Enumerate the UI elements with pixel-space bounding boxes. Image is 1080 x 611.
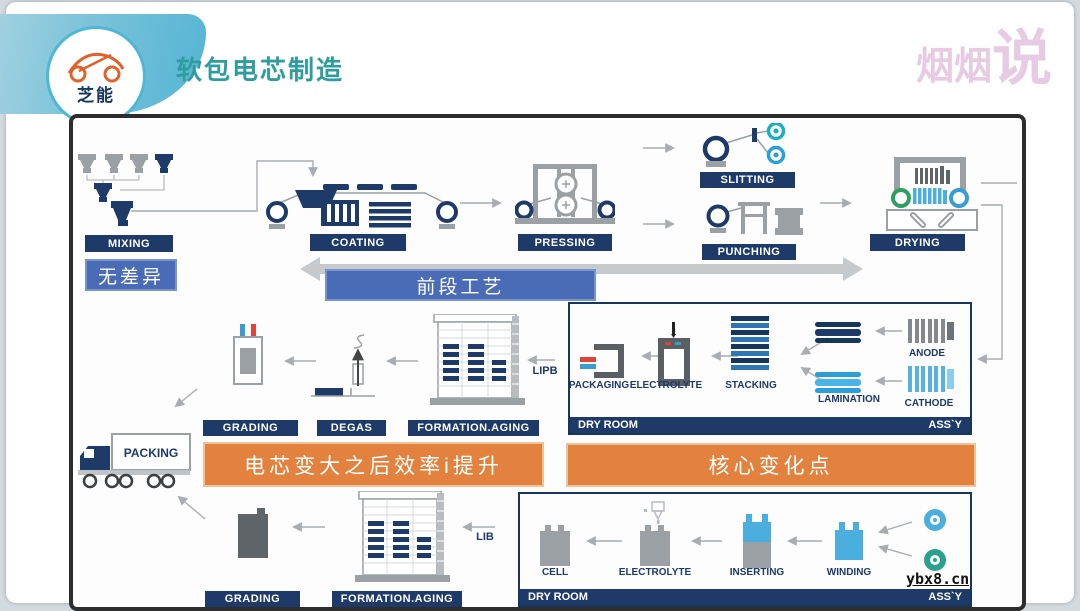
- formation-aging-label-pouch: FORMATION.AGING: [408, 420, 539, 436]
- brand-logo: 芝能: [46, 26, 146, 126]
- assy-label-cyl: ASS`Y: [928, 591, 962, 603]
- assy-label-pouch: ASS`Y: [928, 419, 962, 431]
- pouch-assembly-box-bar: DRY ROOM ASS`Y: [570, 417, 970, 433]
- cylindrical-assembly-box: DRY ROOM ASS`Y: [518, 492, 972, 607]
- packaging-icon: [580, 344, 630, 380]
- formation-aging-label-bottom: FORMATION.AGING: [332, 591, 462, 607]
- dry-room-label-cyl: DRY ROOM: [528, 591, 588, 603]
- packing-label: PACKING: [124, 446, 178, 460]
- anode-icon: [908, 319, 954, 343]
- cathode-icon: [908, 366, 954, 392]
- punching-label: PUNCHING: [702, 244, 796, 260]
- diagram-frame: MIXING 无差异 COATING: [69, 114, 1026, 611]
- laminated-anode-icon: [815, 322, 861, 343]
- car-icon: [67, 52, 125, 82]
- lamination-label: LAMINATION: [817, 394, 881, 405]
- lipb-label: LIPB: [532, 365, 558, 377]
- stacking-icon: [731, 316, 769, 370]
- electrolyte-nozzle-icon: [644, 501, 665, 524]
- punching-icon: [706, 202, 803, 235]
- drying-label: DRYING: [870, 234, 965, 251]
- grading-label-bottom: GRADING: [205, 591, 300, 607]
- mixing-icon: [78, 154, 173, 226]
- pressing-label: PRESSING: [518, 234, 612, 251]
- slitting-label: SLITTING: [700, 172, 795, 188]
- stacking-label: STACKING: [725, 380, 777, 391]
- pouch-assembly-box: DRY ROOM ASS`Y: [568, 302, 972, 435]
- laminated-cathode-icon: [815, 372, 861, 393]
- site-watermark: ybx8.cn: [906, 570, 970, 588]
- no-difference-badge: 无差异: [85, 259, 177, 291]
- packing-truck-icon: PACKING: [78, 433, 191, 489]
- dry-room-label-pouch: DRY ROOM: [578, 419, 638, 431]
- lib-label: LIB: [476, 531, 494, 543]
- mixing-label: MIXING: [85, 235, 173, 252]
- degas-icon: [311, 334, 375, 397]
- drying-icon: [886, 157, 978, 231]
- coating-label: COATING: [310, 234, 406, 251]
- cylindrical-assembly-box-bar: DRY ROOM ASS`Y: [520, 589, 970, 605]
- separator-roll-icon-teal: [924, 549, 946, 571]
- separator-roll-icon-blue: [924, 509, 946, 531]
- formation-aging-rack-icon-bottom: [355, 491, 450, 582]
- page-title: 软包电芯制造: [176, 55, 345, 85]
- grading-cell-icon: [233, 324, 263, 385]
- electrolyte-label-pouch: ELECTROLYTE: [629, 380, 703, 391]
- logo-text: 芝能: [77, 85, 115, 105]
- grading-cell-icon-bottom: [238, 508, 268, 558]
- coating-icon: [266, 184, 458, 229]
- front-stage-banner: 前段工艺: [325, 269, 596, 301]
- core-change-banner: 核心变化点: [566, 443, 976, 487]
- grading-label-pouch: GRADING: [203, 420, 298, 436]
- pressing-icon: [515, 164, 615, 224]
- electrolyte-fill-icon-pouch: [658, 322, 690, 386]
- packaging-label: PACKAGING: [568, 380, 630, 391]
- watermark-part1: 烟烟: [915, 46, 992, 88]
- formation-aging-rack-icon: [430, 314, 525, 405]
- cathode-label: CATHODE: [904, 398, 954, 409]
- cell-label: CELL: [541, 567, 569, 578]
- watermark-part2: 说: [992, 25, 1052, 92]
- watermark-yanyan: 烟烟说: [792, 24, 1052, 110]
- inserting-label: INSERTING: [729, 567, 785, 578]
- slitting-icon: [702, 123, 786, 167]
- pouch-efficiency-banner: 电芯变大之后效率i提升: [203, 442, 544, 487]
- electrolyte-label-cyl: ELECTROLYTE: [618, 567, 692, 578]
- degas-label: DEGAS: [317, 420, 386, 436]
- anode-label: ANODE: [908, 348, 946, 359]
- winding-label: WINDING: [826, 567, 872, 578]
